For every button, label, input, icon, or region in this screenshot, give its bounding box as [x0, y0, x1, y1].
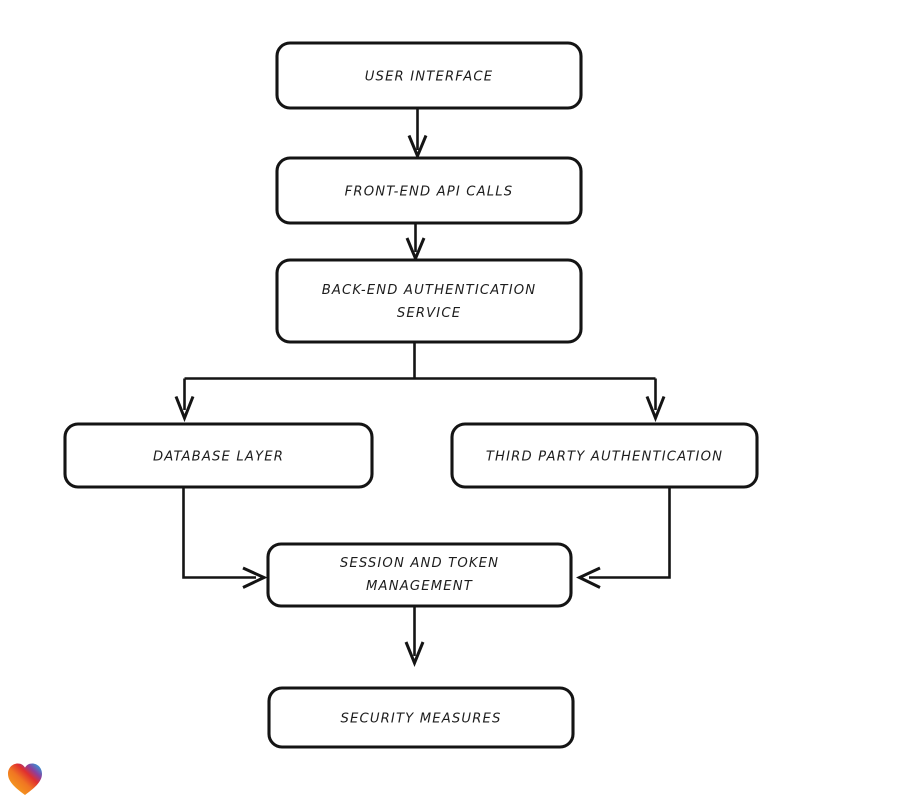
edge-api-to-backend: [405, 223, 426, 263]
node-front-end-api-calls[interactable]: FRONT-END API CALLS: [275, 156, 583, 225]
node-back-end-authentication-service-label-line1: BACK-END AUTHENTICATION: [322, 283, 537, 298]
node-front-end-api-calls-shape[interactable]: [275, 156, 583, 225]
node-security-measures-shape[interactable]: [267, 686, 575, 749]
edge-backend-split-trunk: [184, 342, 656, 380]
edge-backend-to-database: [174, 378, 195, 423]
node-back-end-authentication-service[interactable]: BACK-END AUTHENTICATION SERVICE: [275, 258, 583, 344]
edge-session-to-security: [404, 606, 425, 667]
edge-database-to-session: [182, 487, 268, 589]
node-security-measures[interactable]: SECURITY MEASURES: [267, 686, 575, 749]
node-back-end-authentication-service-label-line2: SERVICE: [397, 306, 461, 321]
node-third-party-authentication-shape[interactable]: [450, 422, 759, 489]
edge-thirdparty-to-session: [576, 487, 671, 589]
node-database-layer-shape[interactable]: [63, 422, 374, 489]
node-database-layer-label: DATABASE LAYER: [153, 450, 284, 465]
node-third-party-authentication-label: THIRD PARTY AUTHENTICATION: [486, 450, 723, 465]
node-session-and-token-management-label-line1: SESSION AND TOKEN: [340, 556, 499, 571]
node-session-and-token-management-shape[interactable]: [266, 542, 573, 608]
node-session-and-token-management[interactable]: SESSION AND TOKEN MANAGEMENT: [266, 542, 573, 608]
node-session-and-token-management-label-line2: MANAGEMENT: [366, 579, 473, 594]
node-user-interface[interactable]: USER INTERFACE: [275, 41, 583, 110]
node-back-end-authentication-service-shape[interactable]: [275, 258, 583, 344]
edge-ui-to-api: [407, 108, 428, 160]
heart-icon: [8, 763, 42, 795]
node-front-end-api-calls-label: FRONT-END API CALLS: [345, 185, 514, 200]
edge-backend-to-thirdparty: [645, 378, 666, 423]
node-security-measures-label: SECURITY MEASURES: [340, 712, 501, 727]
node-user-interface-label: USER INTERFACE: [365, 70, 494, 85]
node-user-interface-shape[interactable]: [275, 41, 583, 110]
node-third-party-authentication[interactable]: THIRD PARTY AUTHENTICATION: [450, 422, 759, 489]
node-database-layer[interactable]: DATABASE LAYER: [63, 422, 374, 489]
